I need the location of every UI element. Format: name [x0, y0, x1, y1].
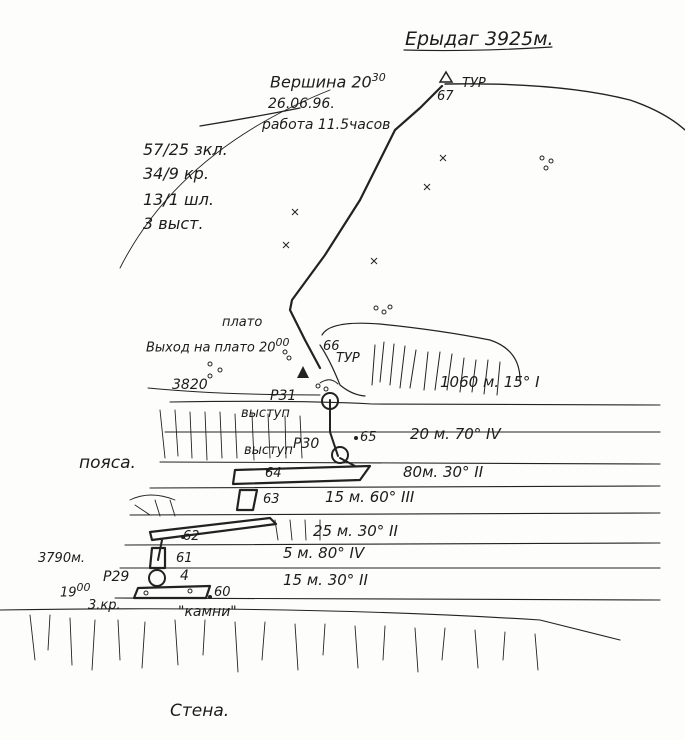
- dot-60: [208, 595, 212, 599]
- time-19-sup: 00: [76, 581, 91, 594]
- stat-line-3: 13/1 шл.: [143, 190, 214, 209]
- route-segment-62-61: [157, 539, 163, 561]
- plateau-exit-text: Выход на плато 20: [146, 340, 276, 356]
- wall-hatching: [29, 614, 539, 673]
- point-r31: Р31: [270, 388, 297, 404]
- summit-point-number: 67: [437, 89, 454, 104]
- pitch-box-64: [231, 464, 372, 486]
- point-61: 61: [176, 551, 193, 566]
- point-r30: Р30: [293, 436, 320, 452]
- bottom-mark-4: 4: [180, 568, 189, 584]
- band-lines: [0, 400, 661, 641]
- diagram-title: Ерыдаг 3925м.: [405, 28, 554, 50]
- wall-label: Стена.: [170, 701, 230, 721]
- summit-date: 26.06.96.: [268, 96, 335, 112]
- stat-line-4: 3 выст.: [143, 214, 204, 233]
- belay-station-r29: [148, 569, 166, 587]
- pitch-description-3: 80м. 30° II: [403, 463, 484, 481]
- pitch-description-1: 1060 м. 15° I: [440, 373, 540, 391]
- pitch-description-2: 20 м. 70° IV: [410, 425, 501, 443]
- plateau-exit-sup: 00: [275, 336, 290, 349]
- time-19-text: 19: [60, 585, 77, 601]
- plateau-exit-label: Выход на плато 2000: [146, 337, 290, 354]
- pitch-description-7: 15 м. 30° II: [283, 571, 368, 589]
- small-arc: [319, 379, 339, 385]
- stat-line-2: 34/9 кр.: [143, 164, 209, 183]
- ridge-left-stroke: [199, 107, 301, 127]
- pitch-box-62: [148, 516, 278, 542]
- ledge-label-2: выступ: [244, 443, 293, 458]
- dot-65: [354, 436, 358, 440]
- plateau-edge: [319, 344, 366, 397]
- markers: [181, 70, 454, 599]
- title-underline: [403, 46, 553, 52]
- summit-work-time: работа 11.5часов: [262, 117, 391, 133]
- summit-route-line: [288, 84, 444, 370]
- summit-time-sup: 30: [371, 71, 386, 84]
- belts-label: пояса.: [79, 453, 136, 473]
- dot-62: [181, 535, 185, 539]
- point-64: 64: [265, 466, 282, 481]
- three-pitons-label: 3.кр.: [88, 598, 121, 613]
- pitch-description-6: 5 м. 80° IV: [283, 544, 365, 562]
- summit-ridge: [444, 83, 685, 131]
- band-hatching: [129, 409, 321, 541]
- summit-tur-label: ТУР: [462, 76, 486, 91]
- crosses-and-rocks: [143, 154, 554, 596]
- plateau-altitude: 3820: [172, 377, 208, 393]
- point-60: 60: [214, 585, 231, 600]
- plateau-label: плато: [222, 315, 263, 330]
- point-65: 65: [360, 430, 377, 445]
- point-63: 63: [263, 492, 280, 507]
- slope-arc: [119, 89, 331, 269]
- rocks-label: "камни": [178, 604, 237, 620]
- stat-line-1: 57/25 зкл.: [143, 140, 228, 159]
- belay-station-r30: [331, 446, 349, 464]
- pitch-box-61: [148, 546, 167, 570]
- time-19: 1900: [60, 582, 91, 599]
- altitude-3790: 3790м.: [38, 551, 86, 566]
- ledge-label-1: выступ: [241, 406, 290, 421]
- summit-label-text: Вершина 20: [270, 72, 372, 92]
- route-segment-30-64: [339, 457, 356, 467]
- pitch-description-4: 15 м. 60° III: [325, 488, 415, 506]
- slope-left-edge: [147, 387, 321, 396]
- summit-label: Вершина 2030: [270, 72, 386, 90]
- plateau-tur-label: ТУР: [336, 351, 360, 366]
- point-62: 62: [183, 529, 200, 544]
- belay-station-r31: [321, 392, 339, 410]
- pitch-box-60: [132, 584, 212, 600]
- point-r29: Р29: [103, 569, 130, 585]
- tur-triangle-summit: [438, 70, 454, 83]
- plateau-shoulder: [321, 322, 521, 381]
- plateau-point-number: 66: [323, 339, 340, 354]
- dot-64: [266, 468, 270, 472]
- pitch-box-63: [235, 488, 259, 512]
- tur-triangle-plateau: [297, 366, 309, 378]
- snowfield-hatching: [371, 341, 501, 396]
- pitch-description-5: 25 м. 30° II: [313, 522, 398, 540]
